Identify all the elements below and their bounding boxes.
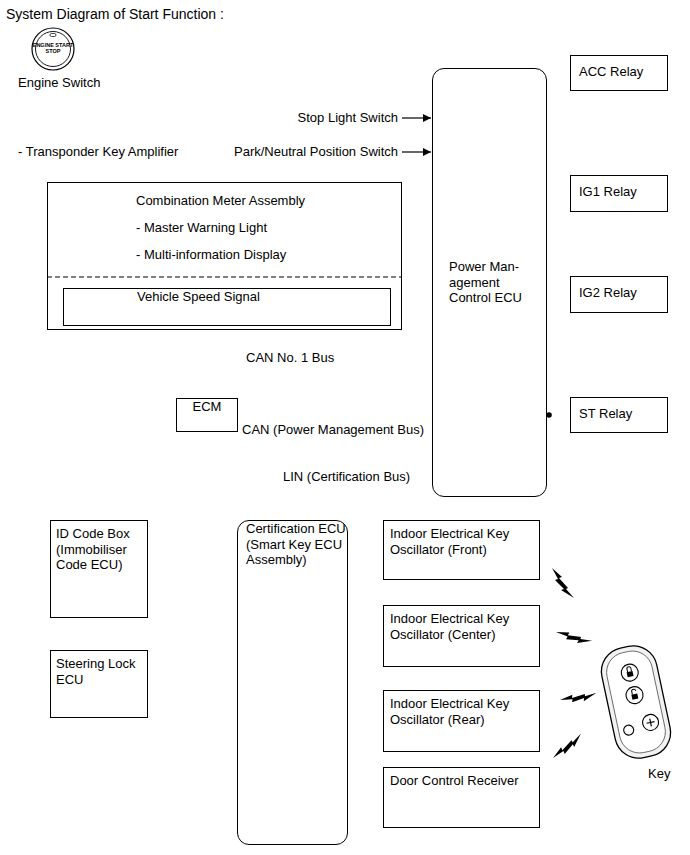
- relay-box: IG1 Relay: [570, 175, 668, 212]
- key-icon: [590, 640, 682, 764]
- node-label: IG2 Relay: [579, 285, 664, 301]
- input-arrow: [402, 151, 431, 152]
- oscillator-box: Indoor Electrical Key Oscillator (Center…: [383, 605, 540, 667]
- node-label: Power Man- agement Control ECU: [449, 259, 541, 306]
- bus-label: CAN No. 1 Bus: [246, 350, 334, 366]
- divider-line: [47, 277, 402, 278]
- node-label: Door Control Receiver: [390, 773, 538, 789]
- node-label: - Multi-information Display: [136, 247, 396, 263]
- node-label: Indoor Electrical Key Oscillator (Rear): [390, 696, 538, 727]
- ecu-box: Power Man- agement Control ECU: [432, 68, 547, 497]
- signal-label: - Transponder Key Amplifier: [18, 144, 178, 160]
- node-label: Indoor Electrical Key Oscillator (Front): [390, 526, 538, 557]
- node-label: Vehicle Speed Signal: [137, 289, 377, 305]
- signal-box: Vehicle Speed Signal: [63, 288, 391, 326]
- node-label: Steering Lock ECU: [56, 656, 146, 687]
- signal-label: Park/Neutral Position Switch: [234, 144, 398, 160]
- engine-switch: ENGINE START STOPEngine Switch: [30, 27, 76, 71]
- node-label: Certification ECU (Smart Key ECU Assembl…: [246, 521, 346, 568]
- relay-box: ST Relay: [570, 397, 668, 433]
- node-caption: Key: [648, 766, 678, 782]
- node-label: ST Relay: [579, 406, 664, 422]
- relay-box: ACC Relay: [570, 55, 668, 91]
- meter-box: Vehicle Speed Signal Combination Meter As…: [47, 182, 402, 330]
- ecu-box: Certification ECU (Smart Key ECU Assembl…: [237, 520, 348, 845]
- oscillator-box: Indoor Electrical Key Oscillator (Rear): [383, 690, 540, 752]
- signal-label: Stop Light Switch: [298, 110, 398, 126]
- ecu-box: ECM: [176, 398, 238, 432]
- receiver-box: Door Control Receiver: [383, 767, 540, 828]
- node-label: ACC Relay: [579, 64, 664, 80]
- relay-box: IG2 Relay: [570, 276, 668, 313]
- ecu-box: Steering Lock ECU: [50, 650, 148, 718]
- node-caption: Engine Switch: [18, 75, 128, 91]
- diagram-title: System Diagram of Start Function :: [6, 6, 224, 22]
- node-label: - Master Warning Light: [136, 220, 396, 236]
- ecu-box: ID Code Box (Immobiliser Code ECU): [50, 520, 148, 618]
- node-label: Combination Meter Assembly: [136, 193, 396, 209]
- node-label: ENGINE START STOP: [30, 43, 76, 55]
- oscillator-box: Indoor Electrical Key Oscillator (Front): [383, 520, 540, 580]
- junction-dot: [546, 412, 552, 418]
- radio-symbol: [551, 568, 596, 758]
- node-label: ECM: [177, 399, 237, 415]
- key-fob: Key: [590, 640, 682, 790]
- input-arrow: [402, 117, 431, 118]
- node-label: ID Code Box (Immobiliser Code ECU): [56, 526, 146, 573]
- node-label: Indoor Electrical Key Oscillator (Center…: [390, 611, 538, 642]
- node-label: IG1 Relay: [579, 184, 664, 200]
- bus-label: LIN (Certification Bus): [283, 469, 410, 485]
- bus-label: CAN (Power Management Bus): [242, 422, 424, 438]
